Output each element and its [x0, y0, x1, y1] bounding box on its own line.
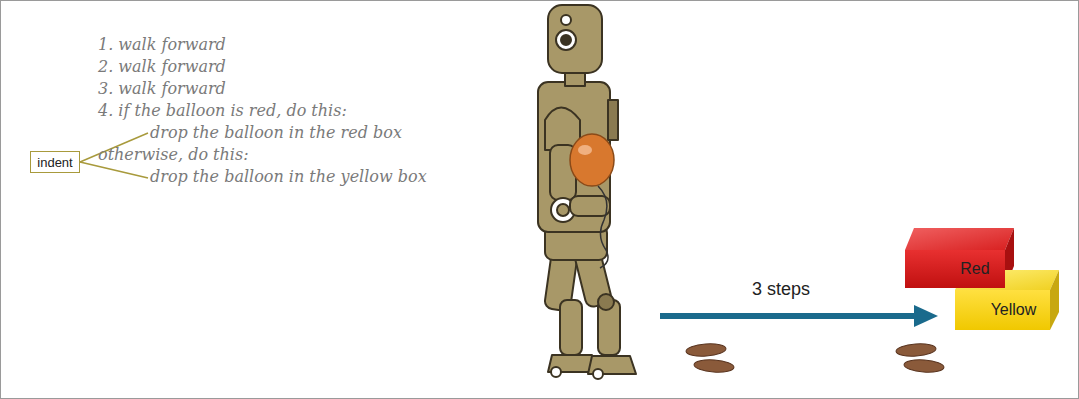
- box-label: Red: [960, 260, 989, 278]
- leader-line: [80, 162, 148, 178]
- box-label: Yellow: [991, 301, 1037, 319]
- arrow-head: [914, 305, 938, 327]
- red-box-top: [905, 228, 1014, 250]
- robot-backpack: [608, 100, 618, 140]
- footprint: [896, 343, 937, 358]
- callout-box: indent: [30, 151, 80, 173]
- balloon-string: [598, 186, 608, 268]
- step-count: 3 steps: [752, 278, 810, 300]
- code-line: 1. walk forward: [98, 34, 226, 56]
- yellow-box-side: [1050, 270, 1059, 330]
- code-line: 3. walk forward: [98, 78, 226, 100]
- code-line: 2. walk forward: [98, 56, 226, 78]
- robot-pupil: [561, 35, 571, 45]
- balloon: [570, 134, 614, 186]
- robot-shin: [560, 300, 582, 355]
- robot-ear: [561, 15, 571, 25]
- balloon-shine: [578, 145, 592, 155]
- robot-head: [548, 5, 602, 73]
- robot-heel: [593, 369, 603, 379]
- red-box: Red: [905, 250, 1005, 288]
- footprint: [904, 359, 945, 374]
- robot-eye: [556, 30, 576, 50]
- yellow-box: Yellow: [955, 290, 1050, 330]
- robot-elbow-joint: [557, 204, 569, 216]
- footprint: [686, 343, 727, 358]
- code-line: otherwise, do this:: [98, 144, 249, 166]
- code-line: drop the balloon in the yellow box: [150, 166, 427, 188]
- steps-arrow: [660, 313, 918, 319]
- code-line: drop the balloon in the red box: [150, 122, 402, 144]
- footprint: [694, 359, 735, 374]
- box-label: indent: [37, 155, 72, 170]
- code-line: 4. if the balloon is red, do this:: [98, 100, 347, 122]
- robot-forearm: [570, 196, 610, 216]
- robot: [538, 5, 636, 379]
- robot-knee: [598, 294, 614, 310]
- robot-heel: [551, 367, 561, 377]
- footprints: [686, 343, 945, 374]
